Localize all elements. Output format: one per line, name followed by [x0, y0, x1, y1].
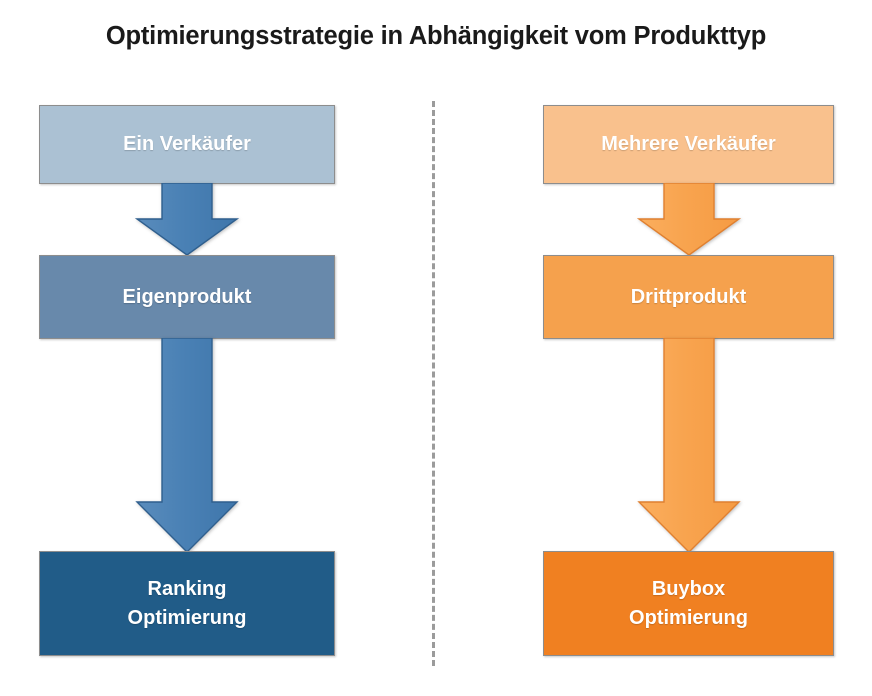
node-ein-verkaeufer-label: Ein Verkäufer [123, 133, 251, 155]
node-buybox-optimierung-line1: Buybox [651, 577, 726, 600]
vertical-dashed-divider [432, 101, 435, 666]
node-mehrere-verkaeufer-label: Mehrere Verkäufer [601, 133, 776, 155]
node-eigenprodukt-label: Eigenprodukt [122, 285, 252, 308]
arrow-ein-verkaeufer-to-eigenprodukt [134, 183, 240, 257]
node-ranking-optimierung: Ranking Optimierung [39, 551, 335, 656]
page-title: Optimierungsstrategie in Abhängigkeit vo… [105, 22, 767, 50]
node-eigenprodukt: Eigenprodukt [39, 255, 335, 339]
arrow-mehrere-verkaeufer-to-drittprodukt [636, 183, 742, 257]
arrow-drittprodukt-to-buybox [636, 338, 742, 554]
node-mehrere-verkaeufer: Mehrere Verkäufer [543, 105, 834, 184]
node-drittprodukt: Drittprodukt [543, 255, 834, 339]
node-ranking-optimierung-line1: Ranking [147, 577, 227, 600]
node-ranking-optimierung-line2: Optimierung [127, 606, 247, 629]
node-ein-verkaeufer: Ein Verkäufer [39, 105, 335, 184]
node-drittprodukt-label: Drittprodukt [630, 285, 747, 308]
node-buybox-optimierung-line2: Optimierung [629, 606, 748, 629]
arrow-eigenprodukt-to-ranking [134, 338, 240, 554]
node-buybox-optimierung: Buybox Optimierung [543, 551, 834, 656]
